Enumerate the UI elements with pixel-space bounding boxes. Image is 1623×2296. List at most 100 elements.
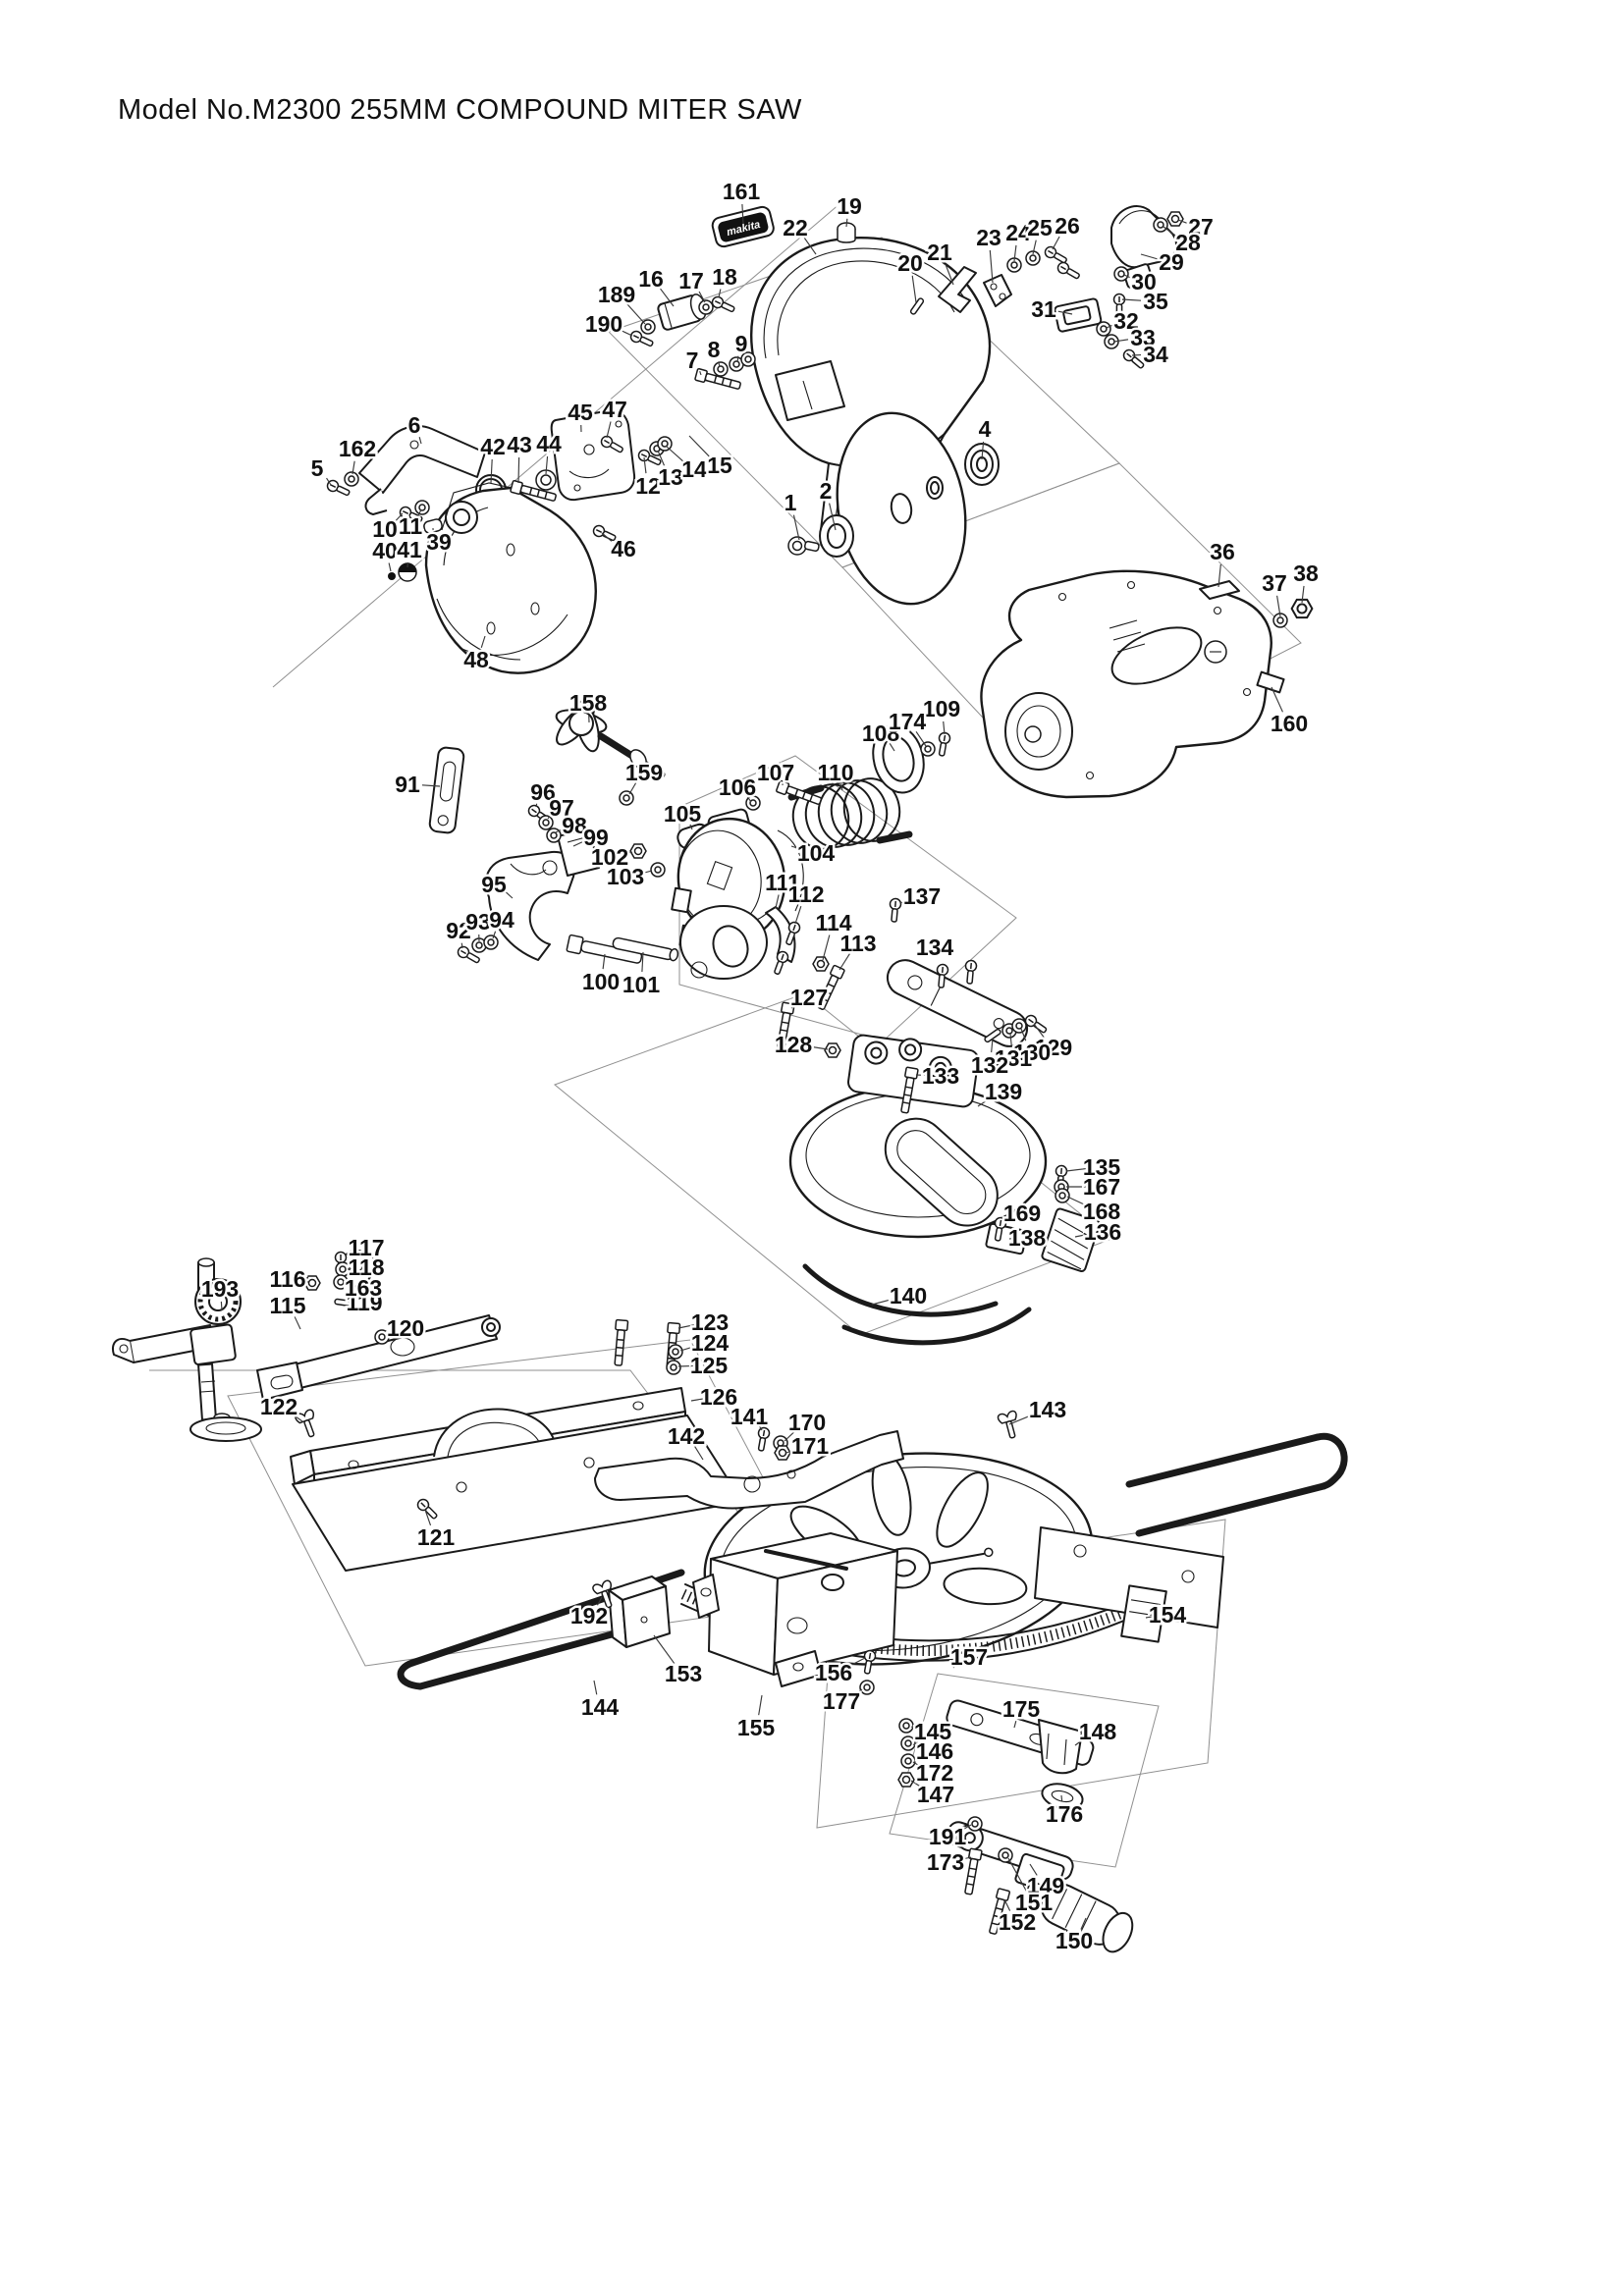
part-label-145: 145	[914, 1719, 952, 1744]
part-label-128: 128	[775, 1032, 813, 1057]
leader-line-40	[388, 562, 392, 572]
part-label-191: 191	[929, 1824, 967, 1849]
leader-line-32	[1106, 324, 1113, 329]
extension-bar-right	[1125, 1432, 1348, 1537]
leader-line-91	[421, 784, 441, 787]
part-label-39: 39	[426, 529, 452, 555]
part-label-146: 146	[916, 1738, 953, 1764]
part-label-34: 34	[1143, 342, 1168, 367]
part-label-36: 36	[1210, 539, 1235, 564]
part-label-13: 13	[658, 464, 683, 490]
part-label-47: 47	[602, 397, 627, 422]
part-label-137: 137	[903, 883, 941, 909]
part-label-127: 127	[790, 985, 828, 1010]
leader-line-172	[912, 1761, 922, 1768]
part-label-97: 97	[549, 795, 574, 821]
part-label-42: 42	[480, 434, 506, 459]
part-label-19: 19	[837, 193, 862, 219]
leader-line-105	[689, 824, 693, 830]
hinge-cap	[388, 518, 443, 582]
part-label-162: 162	[339, 436, 376, 461]
inner-flange	[819, 514, 854, 558]
leader-line-162	[352, 460, 355, 475]
part-label-109: 109	[923, 696, 960, 721]
leader-line-145	[910, 1726, 919, 1730]
leader-line-16	[660, 288, 675, 307]
leader-line-140	[871, 1298, 894, 1306]
part-label-35: 35	[1143, 289, 1168, 314]
lock-plate	[484, 828, 600, 961]
part-label-112: 112	[787, 881, 824, 907]
part-label-143: 143	[1029, 1397, 1066, 1422]
part-label-152: 152	[999, 1909, 1036, 1935]
part-label-122: 122	[260, 1394, 298, 1419]
leader-line-114	[822, 934, 831, 961]
base-casting	[692, 1532, 898, 1687]
part-label-192: 192	[570, 1603, 608, 1629]
part-label-23: 23	[976, 225, 1001, 250]
part-label-45: 45	[568, 400, 593, 425]
part-label-18: 18	[712, 264, 737, 290]
leader-line-149	[1029, 1863, 1038, 1876]
leader-line-136	[1074, 1233, 1089, 1238]
leader-line-161	[741, 203, 744, 225]
part-label-120: 120	[387, 1315, 424, 1341]
brand-badge: makita	[711, 205, 775, 248]
leader-line-20	[911, 275, 917, 303]
leader-line-177	[853, 1688, 863, 1696]
leader-line-173	[959, 1856, 972, 1861]
part-label-32: 32	[1113, 308, 1139, 334]
part-label-114: 114	[815, 910, 851, 935]
leader-line-154	[1145, 1616, 1154, 1619]
part-label-172: 172	[916, 1760, 953, 1786]
part-label-100: 100	[582, 969, 620, 994]
part-label-29: 29	[1159, 249, 1184, 275]
leader-line-189	[625, 302, 646, 325]
part-label-10: 10	[372, 516, 398, 542]
leader-line-8	[718, 361, 721, 368]
leader-line-191	[960, 1824, 972, 1832]
leader-line-176	[1060, 1794, 1063, 1802]
part-label-99: 99	[583, 825, 609, 850]
leader-line-19	[845, 218, 848, 228]
leader-line-10	[395, 512, 404, 521]
part-label-116: 116	[269, 1266, 305, 1292]
leader-line-129	[1033, 1023, 1045, 1039]
blade-case	[424, 482, 597, 674]
leader-line-175	[1013, 1721, 1017, 1729]
part-label-25: 25	[1027, 215, 1053, 240]
part-label-43: 43	[507, 432, 532, 457]
arm-holder	[671, 808, 804, 980]
base-right-wing	[1034, 1526, 1224, 1643]
part-label-133: 133	[922, 1063, 959, 1089]
leader-line-13	[657, 450, 666, 466]
leader-line-113	[839, 953, 850, 971]
leader-line-25	[1032, 240, 1037, 255]
part-label-12: 12	[635, 473, 661, 499]
leader-line-43	[517, 456, 520, 484]
leader-line-31	[1057, 310, 1073, 315]
part-label-106: 106	[719, 774, 756, 800]
part-label-149: 149	[1027, 1873, 1064, 1898]
leader-line-108	[889, 742, 895, 752]
part-label-111: 111	[765, 870, 800, 895]
part-label-17: 17	[678, 268, 704, 294]
part-label-5: 5	[311, 455, 324, 481]
leader-line-143	[1008, 1414, 1035, 1425]
part-label-30: 30	[1131, 269, 1157, 294]
part-label-129: 129	[1035, 1035, 1072, 1060]
part-label-104: 104	[797, 840, 836, 866]
part-label-175: 175	[1002, 1696, 1041, 1722]
leader-line-102	[623, 851, 633, 855]
leader-line-159	[628, 782, 637, 795]
leader-line-115	[294, 1316, 301, 1330]
leader-line-29	[1140, 253, 1158, 260]
part-label-113: 113	[839, 931, 876, 956]
leader-line-37	[1276, 595, 1281, 617]
leader-line-111	[775, 894, 780, 909]
leader-line-146	[912, 1743, 921, 1748]
leader-line-47	[606, 421, 612, 439]
leader-line-130	[1020, 1028, 1027, 1041]
leader-line-38	[1301, 585, 1305, 604]
